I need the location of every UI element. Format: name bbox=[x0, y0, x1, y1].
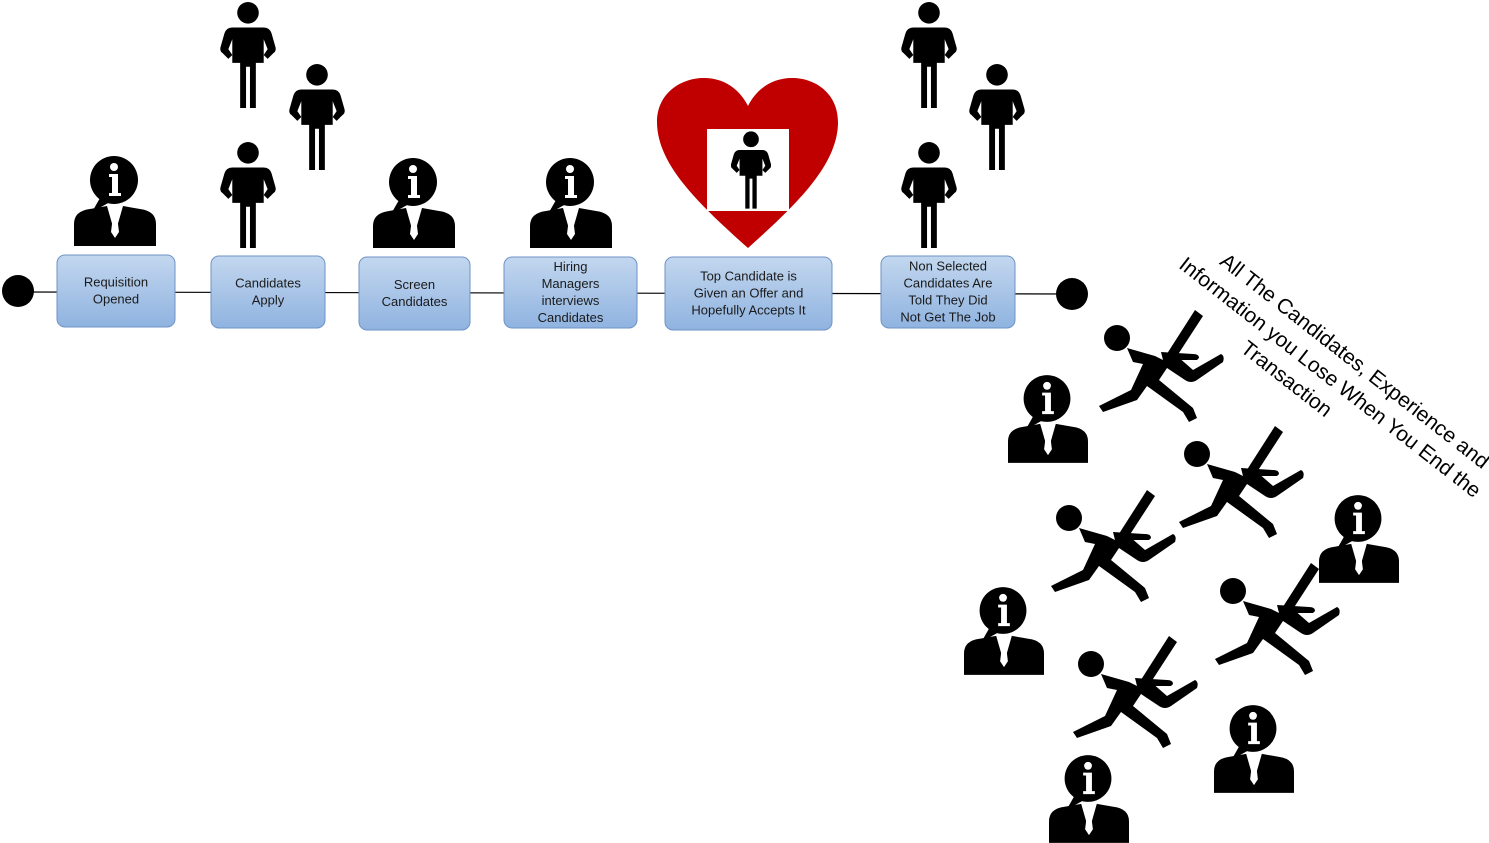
end-point-icon bbox=[1056, 278, 1088, 310]
lost-info-person-icon bbox=[1008, 375, 1088, 463]
standing-person-icon bbox=[969, 64, 1025, 170]
standing-person-icon bbox=[901, 2, 957, 108]
step-box-offer-accepted: Top Candidate is Given an Offer andHopefu… bbox=[664, 256, 833, 331]
lost-info-person-icon bbox=[1214, 705, 1294, 793]
falling-person-icon bbox=[1051, 490, 1176, 602]
lost-information-annotation: All The Candidates, Experience and Infor… bbox=[1175, 249, 1489, 503]
start-point-icon bbox=[2, 275, 34, 307]
step-label-line: Told They Did bbox=[908, 293, 987, 308]
step-label-line: interviews bbox=[542, 293, 600, 308]
step-label-line: Non Selected bbox=[909, 259, 987, 274]
step-label-line: Candidates bbox=[235, 276, 301, 291]
step-label-line: Hopefully Accepts It bbox=[691, 303, 806, 318]
step-label-line: Requisition bbox=[84, 275, 148, 290]
info-person-icon bbox=[74, 156, 156, 246]
step-label-line: Hiring bbox=[554, 259, 588, 274]
falling-person-icon bbox=[1179, 426, 1304, 538]
falling-person-icon bbox=[1073, 636, 1198, 748]
lost-info-person-icon bbox=[964, 587, 1044, 675]
lost-info-person-icon bbox=[1049, 755, 1129, 843]
falling-person-icon bbox=[1099, 310, 1224, 422]
step-label-line: Apply bbox=[252, 293, 285, 308]
step-label-line: Candidates bbox=[382, 294, 448, 309]
info-person-icon bbox=[530, 158, 612, 248]
lost-info-person-icon bbox=[1319, 495, 1399, 583]
step-label-line: Candidates bbox=[538, 310, 604, 325]
step-label-line: Top Candidate is bbox=[700, 269, 797, 284]
step-label-line: Managers bbox=[542, 276, 600, 291]
step-label-line: Opened bbox=[93, 292, 139, 307]
standing-person-icon bbox=[901, 142, 957, 248]
step-label-line: Candidates Are bbox=[904, 276, 993, 291]
step-label-line: Given an Offer and bbox=[694, 286, 804, 301]
step-label-line: Not Get The Job bbox=[900, 310, 995, 325]
annotation-line-2: Information you Lose When You End the bbox=[1175, 253, 1485, 503]
standing-person-icon bbox=[220, 2, 276, 108]
step-label-line: Screen bbox=[394, 277, 435, 292]
standing-person-icon bbox=[289, 64, 345, 170]
standing-person-icon bbox=[220, 142, 276, 248]
info-person-icon bbox=[373, 158, 455, 248]
